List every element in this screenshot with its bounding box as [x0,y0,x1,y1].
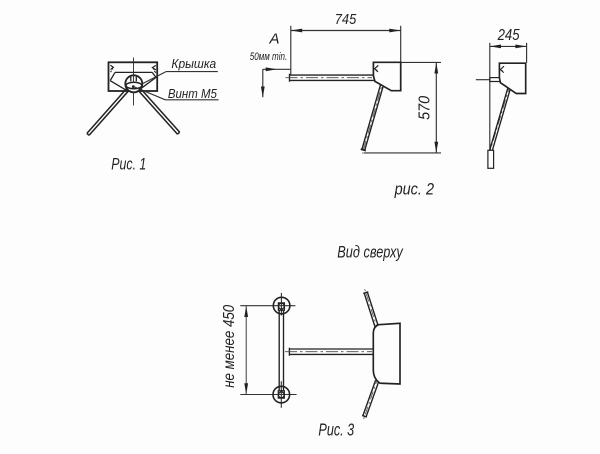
svg-text:570: 570 [417,96,434,120]
svg-text:не менее 450: не менее 450 [221,304,238,387]
svg-text:Крышка: Крышка [171,56,216,71]
svg-text:Рис. 1: Рис. 1 [111,155,146,174]
svg-text:745: 745 [335,12,357,28]
svg-text:50мм min.: 50мм min. [250,51,287,63]
svg-text:рис. 2: рис. 2 [394,181,434,199]
svg-text:A: A [269,30,280,47]
svg-text:Рис. 3: Рис. 3 [318,420,354,440]
svg-text:Винт М5: Винт М5 [168,86,218,101]
svg-text:Вид сверху: Вид сверху [337,242,404,261]
svg-text:245: 245 [497,27,520,44]
